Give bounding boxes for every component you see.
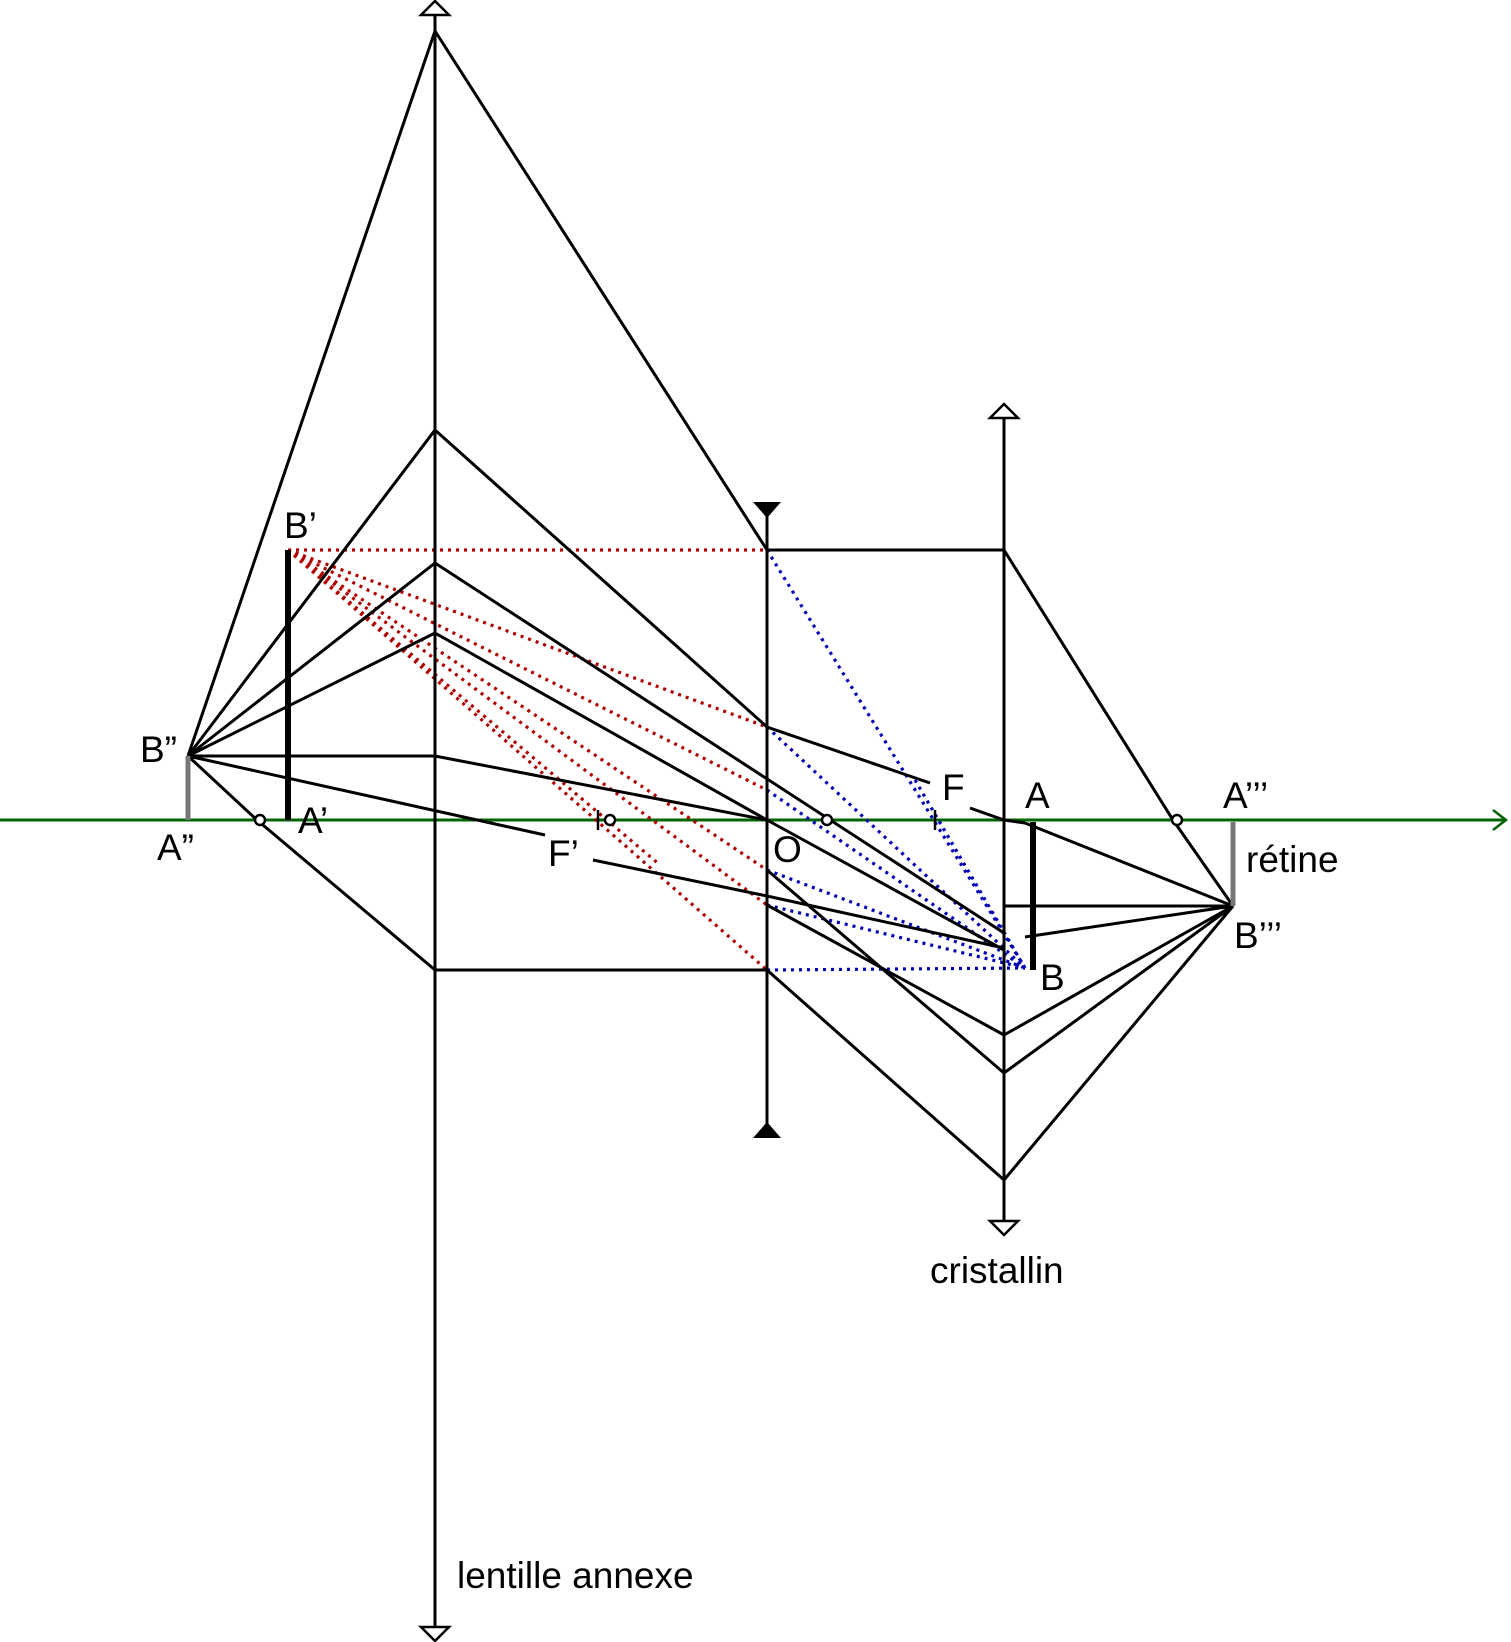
label-cristallin: cristallin [930, 1250, 1064, 1291]
label-A-dprime: A” [157, 827, 194, 868]
label-A-tprime: A’’’ [1223, 775, 1268, 816]
divergent-lens [753, 502, 781, 1138]
label-retine: rétine [1246, 839, 1339, 880]
tick-marks [596, 810, 937, 830]
optical-axis [0, 809, 1509, 831]
label-O: O [773, 829, 802, 870]
cristallin-lens [986, 402, 1022, 1237]
red-construction-rays [286, 548, 769, 972]
label-F: F [942, 767, 965, 808]
label-A: A [1025, 775, 1050, 816]
label-F-prime: F’ [548, 833, 579, 874]
blue-construction-rays [765, 549, 1027, 972]
object-images [185, 550, 1236, 970]
light-rays [186, 30, 1235, 1182]
label-lentille-annexe: lentille annexe [457, 1555, 694, 1596]
label-B: B [1040, 957, 1065, 998]
label-B-tprime: B’’’ [1234, 915, 1282, 956]
lentille-annexe [417, 0, 453, 1642]
label-A-prime: A’ [298, 800, 328, 841]
label-B-prime: B’ [284, 505, 317, 546]
label-B-dprime: B” [140, 729, 177, 770]
focal-markers [253, 813, 1184, 827]
